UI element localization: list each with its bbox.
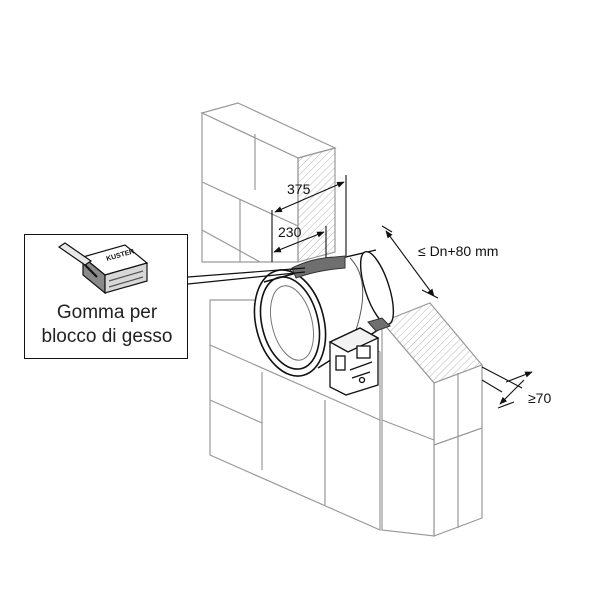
dimension-dn80-label: ≤ Dn+80 mm — [418, 243, 498, 259]
callout-line-2: blocco di gesso — [41, 326, 173, 347]
dimension-70 — [481, 366, 533, 409]
callout-leader — [187, 267, 306, 285]
dimension-230-label: 230 — [278, 224, 302, 240]
sealant-bag-icon: KUSTER — [57, 242, 149, 295]
dimension-230 — [271, 226, 327, 262]
dimension-70-label: ≥70 — [528, 390, 551, 406]
gypsum-seal-side — [367, 317, 391, 332]
callout-text: Gomma per blocco di gesso — [25, 301, 189, 349]
gypsum-seal-top — [291, 255, 346, 279]
dimension-dn80 — [381, 225, 439, 299]
dimension-375-label: 375 — [287, 181, 311, 197]
actuator-housing — [328, 327, 380, 396]
callout-line-1: Gomma per — [56, 302, 158, 323]
right-wall — [380, 302, 484, 537]
upper-wall — [200, 102, 337, 263]
callout-box: KUSTER Gomma per blocco di gesso — [24, 234, 188, 359]
